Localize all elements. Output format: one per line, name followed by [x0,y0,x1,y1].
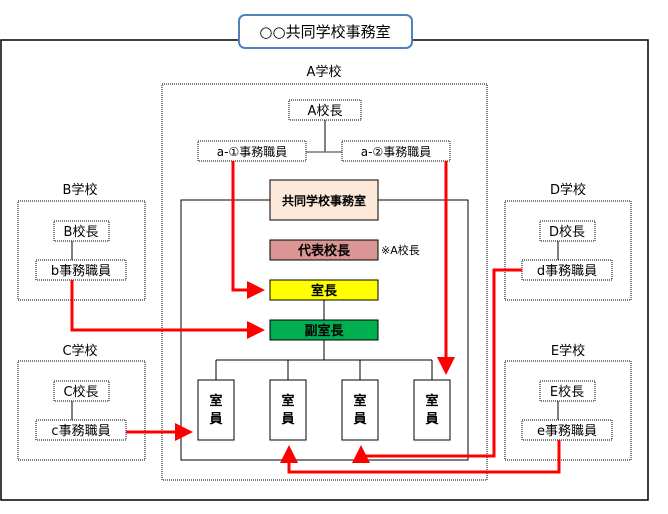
representative-note: ※A校長 [381,243,420,257]
a-clerk2-box [341,140,451,162]
school-c-box [17,360,146,461]
c-principal: C校長 [63,384,98,400]
svg-text:員: 員 [208,412,222,427]
d-principal: D校長 [549,224,585,240]
d-clerk: d事務職員 [537,264,597,279]
svg-text:員: 員 [424,412,438,427]
e-principal-box [539,380,596,402]
c-clerk-box [35,419,127,441]
school-c-label: C学校 [62,343,97,359]
title-box: ○○共同学校事務室 [238,14,413,49]
b-clerk-box [35,259,127,281]
arrow-a1-to-chief [231,161,265,299]
a-principal: A校長 [308,103,343,119]
school-d-box [504,200,632,301]
e-clerk-box [521,419,613,441]
b-principal: B校長 [64,224,99,240]
arrow-e-to-member2 [280,440,561,474]
svg-text:室: 室 [281,393,294,409]
school-b-label: B学校 [63,182,98,198]
e-clerk: e事務職員 [537,424,597,439]
a-clerk1: a-①事務職員 [217,145,287,159]
arrow-d-to-member3 [352,268,522,463]
office-name: 共同学校事務室 [282,193,366,208]
title-text: ○○共同学校事務室 [259,23,390,41]
office-name-box [269,179,379,221]
member-2: 室 員 [269,360,307,441]
representative: 代表校長 [297,243,351,259]
d-principal-box [539,220,596,242]
chief: 室長 [311,283,338,299]
deputy: 副室長 [304,323,344,339]
member-4: 室 員 [413,360,451,441]
representative-box [269,239,379,261]
c-principal-box [53,380,110,402]
svg-text:室: 室 [209,393,222,409]
b-principal-box [53,220,110,242]
a-clerk1-box [197,140,307,162]
school-a-box [161,83,488,481]
school-a-label: A学校 [307,64,342,80]
svg-text:室: 室 [425,393,438,409]
member-1: 室 員 [197,360,235,441]
c-clerk: c事務職員 [51,424,110,439]
svg-text:員: 員 [280,412,294,427]
b-clerk: b事務職員 [51,264,111,279]
member-3: 室 員 [341,360,379,441]
svg-text:室: 室 [353,393,366,409]
a-clerk2: a-②事務職員 [361,145,431,159]
school-b-box [17,200,146,301]
arrow-b-to-deputy [70,280,265,339]
school-e-box [504,360,632,461]
svg-text:員: 員 [352,412,366,427]
e-principal: E校長 [550,384,584,400]
school-e-label: E学校 [551,343,585,359]
school-d-label: D学校 [550,182,586,198]
